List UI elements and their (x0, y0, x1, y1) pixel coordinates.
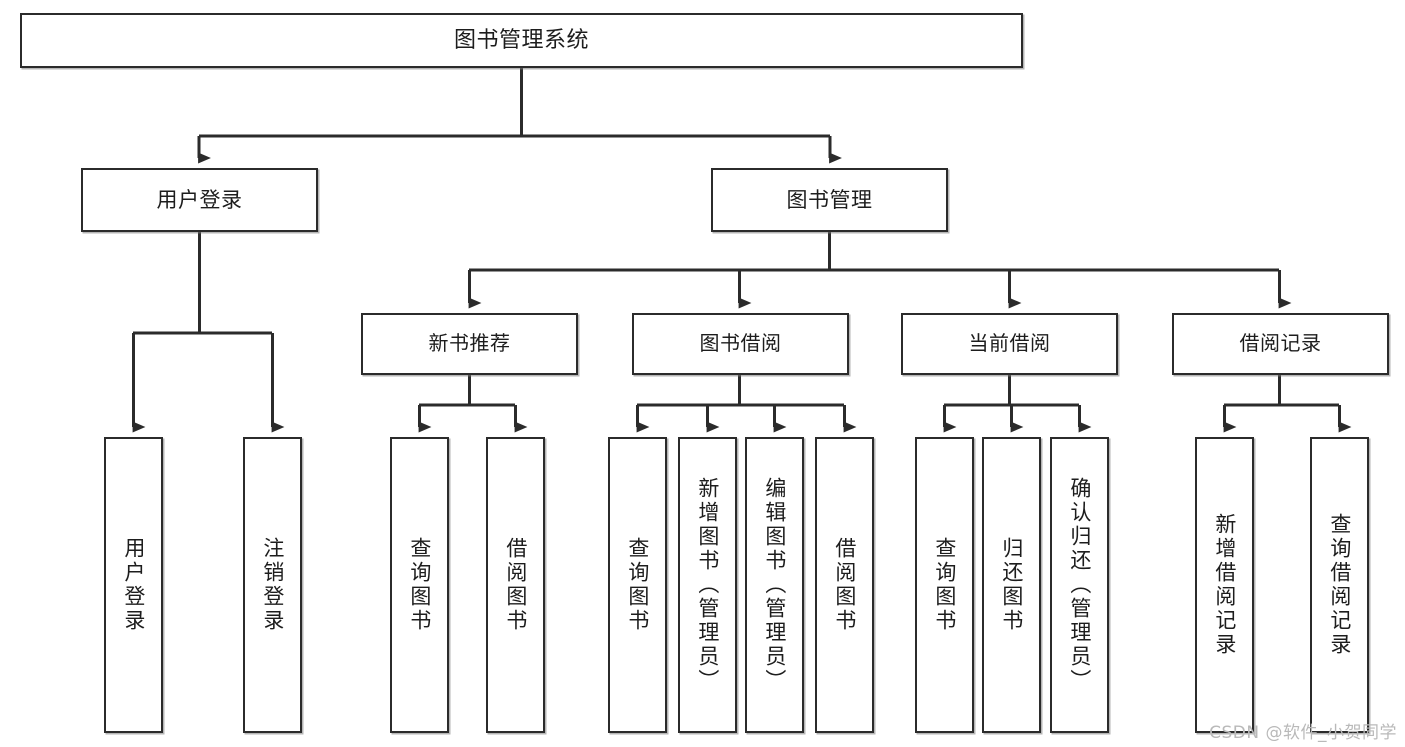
leaf-new-book-borrow[interactable]: 借阅图书 (486, 437, 545, 733)
leaf-book-borrow-borrow-label: 借阅图书 (832, 537, 857, 633)
leaf-new-book-query-label: 查询图书 (407, 537, 432, 633)
node-user-login[interactable]: 用户登录 (81, 168, 318, 232)
leaf-current-borrow-confirm-return-label: 确认归还（管理员） (1067, 477, 1092, 693)
node-book-management-label: 图书管理 (786, 187, 873, 212)
leaf-book-borrow-edit-label: 编辑图书（管理员） (762, 477, 787, 693)
leaf-new-book-borrow-label: 借阅图书 (503, 537, 528, 633)
leaf-book-borrow-add-label: 新增图书（管理员） (695, 477, 720, 693)
leaf-user-login-login-label: 用户登录 (121, 537, 146, 633)
node-root-system[interactable]: 图书管理系统 (20, 13, 1023, 68)
leaf-borrow-record-query[interactable]: 查询借阅记录 (1310, 437, 1369, 733)
leaf-current-borrow-confirm-return[interactable]: 确认归还（管理员） (1050, 437, 1109, 733)
leaf-borrow-record-query-label: 查询借阅记录 (1327, 513, 1352, 657)
node-book-management[interactable]: 图书管理 (711, 168, 948, 232)
leaf-borrow-record-add-label: 新增借阅记录 (1212, 513, 1237, 657)
leaf-user-login-login[interactable]: 用户登录 (104, 437, 163, 733)
leaf-user-login-logout-label: 注销登录 (260, 537, 285, 633)
node-current-borrow[interactable]: 当前借阅 (901, 313, 1118, 375)
leaf-new-book-query[interactable]: 查询图书 (390, 437, 449, 733)
leaf-current-borrow-query[interactable]: 查询图书 (915, 437, 974, 733)
node-current-borrow-label: 当前借阅 (968, 331, 1051, 356)
leaf-user-login-logout[interactable]: 注销登录 (243, 437, 302, 733)
node-new-book-recommend[interactable]: 新书推荐 (361, 313, 578, 375)
node-root-system-label: 图书管理系统 (453, 27, 589, 53)
node-new-book-recommend-label: 新书推荐 (428, 331, 511, 356)
node-borrow-record-label: 借阅记录 (1239, 331, 1322, 356)
leaf-book-borrow-borrow[interactable]: 借阅图书 (815, 437, 874, 733)
node-book-borrow-label: 图书借阅 (699, 331, 782, 356)
leaf-current-borrow-return[interactable]: 归还图书 (982, 437, 1041, 733)
leaf-book-borrow-query[interactable]: 查询图书 (608, 437, 667, 733)
leaf-current-borrow-return-label: 归还图书 (999, 537, 1024, 633)
node-borrow-record[interactable]: 借阅记录 (1172, 313, 1389, 375)
node-user-login-label: 用户登录 (156, 187, 243, 212)
watermark-text: CSDN @软件_小贺同学 (1209, 723, 1397, 743)
leaf-book-borrow-add[interactable]: 新增图书（管理员） (678, 437, 737, 733)
leaf-borrow-record-add[interactable]: 新增借阅记录 (1195, 437, 1254, 733)
node-book-borrow[interactable]: 图书借阅 (632, 313, 849, 375)
leaf-current-borrow-query-label: 查询图书 (932, 537, 957, 633)
leaf-book-borrow-query-label: 查询图书 (625, 537, 650, 633)
leaf-book-borrow-edit[interactable]: 编辑图书（管理员） (745, 437, 804, 733)
